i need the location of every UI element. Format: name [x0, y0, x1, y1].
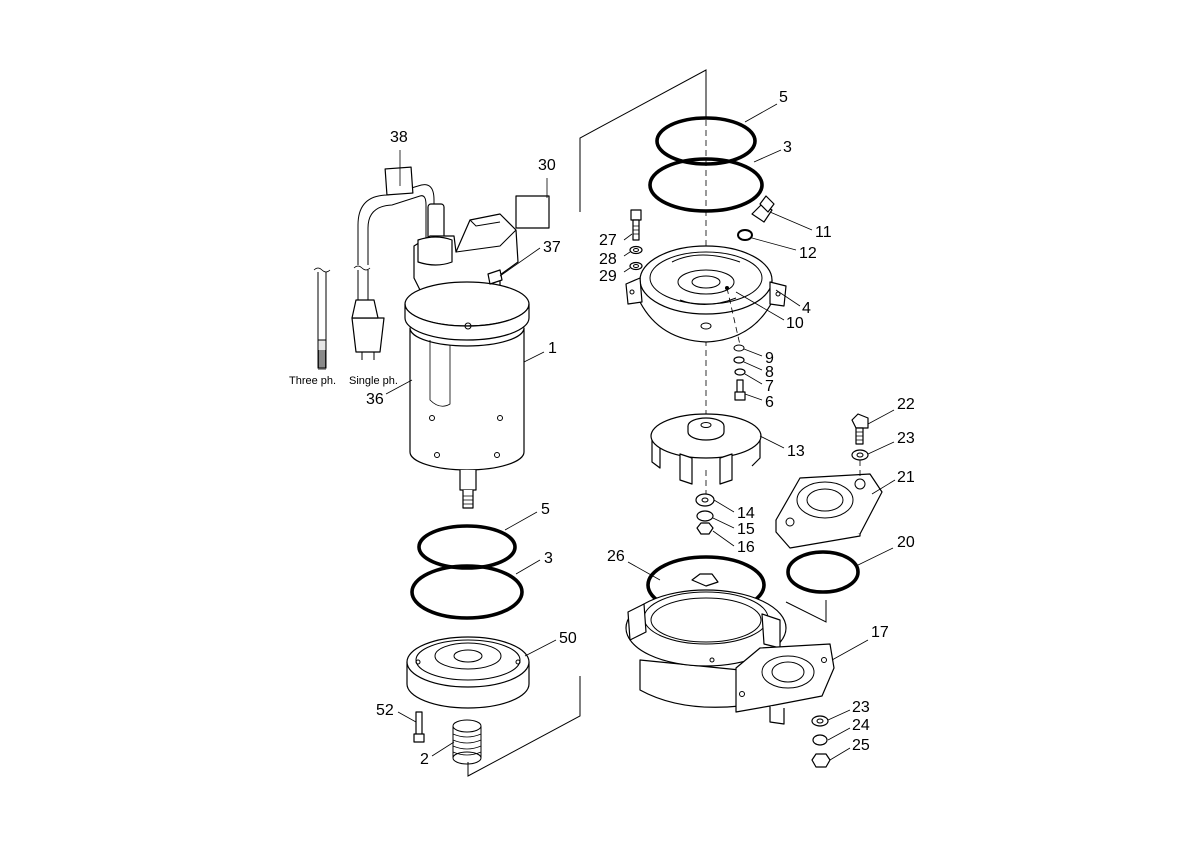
callout-50: 50 [559, 630, 577, 647]
callout-20: 20 [897, 534, 915, 551]
bolt-22 [851, 413, 869, 445]
o-ring-5-right [655, 116, 757, 166]
washer-28 [629, 245, 643, 255]
pump-cover [625, 245, 787, 343]
three-phase-cable-end [313, 267, 331, 370]
single-phase-label: Single ph. [349, 375, 398, 387]
o-ring-3-left [410, 564, 524, 620]
callout-37: 37 [543, 239, 561, 256]
callout-2: 2 [420, 751, 429, 768]
callout-15: 15 [737, 521, 755, 538]
callout-10: 10 [786, 315, 804, 332]
callout-22: 22 [897, 396, 915, 413]
callout-13: 13 [787, 443, 805, 460]
plug-11 [751, 195, 775, 223]
callout-38: 38 [390, 129, 408, 146]
callout-25: 25 [852, 737, 870, 754]
washer-23-bottom [811, 715, 829, 727]
callout-17: 17 [871, 624, 889, 641]
o-ring-5-left [417, 524, 517, 570]
washer-8 [733, 356, 745, 364]
callout-24: 24 [852, 717, 870, 734]
callout-1: 1 [548, 340, 557, 357]
three-phase-label: Three ph. [289, 375, 336, 387]
callout-8: 8 [765, 364, 774, 381]
motor-unit [404, 213, 530, 509]
bracket-20 [785, 600, 827, 623]
callout-30: 30 [538, 157, 556, 174]
bolt-27 [630, 209, 642, 241]
callout-5-right: 5 [779, 89, 788, 106]
washer-23-top [851, 449, 869, 461]
washer-24 [812, 734, 828, 746]
callout-14: 14 [737, 505, 755, 522]
callout-12: 12 [799, 245, 817, 262]
o-ring-12 [737, 229, 753, 241]
o-ring-3-right [648, 157, 764, 213]
screw-52 [413, 711, 425, 743]
callout-3-right: 3 [783, 139, 792, 156]
callout-6: 6 [765, 394, 774, 411]
callout-27: 27 [599, 232, 617, 249]
washer-15 [696, 510, 714, 522]
leader-lines [385, 103, 896, 761]
nut-16 [696, 522, 714, 535]
callout-52: 52 [376, 702, 394, 719]
callout-26: 26 [607, 548, 625, 565]
bearing-housing [406, 636, 530, 709]
callout-4: 4 [802, 300, 811, 317]
callout-29: 29 [599, 268, 617, 285]
callout-5-left: 5 [541, 501, 550, 518]
spring-2 [452, 719, 482, 765]
o-ring-20 [786, 550, 860, 594]
callout-9: 9 [765, 350, 774, 367]
washer-29 [629, 261, 643, 271]
callout-3-left: 3 [544, 550, 553, 567]
washer-14 [695, 493, 715, 507]
callout-23-top: 23 [897, 430, 915, 447]
washer-7 [734, 368, 746, 376]
impeller-13 [650, 413, 762, 485]
bracket-top [579, 69, 707, 212]
single-phase-cable-plug [351, 265, 385, 360]
callout-23-bottom: 23 [852, 699, 870, 716]
bracket-left [467, 676, 581, 777]
o-ring-9 [733, 344, 745, 352]
callout-36: 36 [366, 391, 384, 408]
nut-25 [811, 753, 831, 768]
screw-6 [734, 379, 746, 401]
discharge-flange-21 [775, 473, 883, 549]
callout-11: 11 [815, 224, 832, 241]
callout-7: 7 [765, 378, 774, 395]
power-cable [357, 166, 445, 265]
callout-28: 28 [599, 251, 617, 268]
tag-37 [487, 269, 503, 285]
callout-16: 16 [737, 539, 755, 556]
callout-numbers: 38 30 37 1 36 5 3 50 52 2 5 3 27 28 29 1… [366, 89, 915, 768]
callout-21: 21 [897, 469, 915, 486]
pump-casing [625, 573, 835, 725]
nameplate-30 [515, 195, 550, 229]
